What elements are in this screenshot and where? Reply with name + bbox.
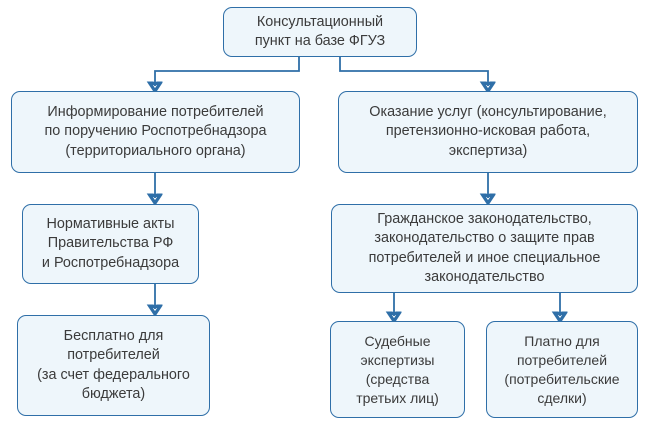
- node-left-regulations[interactable]: Нормативные акты Правительства РФ и Росп…: [22, 204, 199, 284]
- node-left-free-for-consumers[interactable]: Бесплатно для потребителей (за счет феде…: [17, 315, 210, 416]
- node-left-informing[interactable]: Информирование потребителей по поручению…: [11, 91, 300, 173]
- node-right-legislation[interactable]: Гражданское законодательство, законодате…: [331, 204, 638, 293]
- node-root[interactable]: Консультационный пункт на базе ФГУЗ: [223, 7, 417, 57]
- node-right-forensic-examinations[interactable]: Судебные экспертизы (средства третьих ли…: [330, 321, 465, 418]
- node-right-paid-for-consumers[interactable]: Платно для потребителей (потребительские…: [486, 321, 638, 418]
- node-right-services[interactable]: Оказание услуг (консультирование, претен…: [338, 91, 638, 173]
- connector-root-to-left: [155, 57, 300, 86]
- connector-root-to-right: [339, 57, 488, 86]
